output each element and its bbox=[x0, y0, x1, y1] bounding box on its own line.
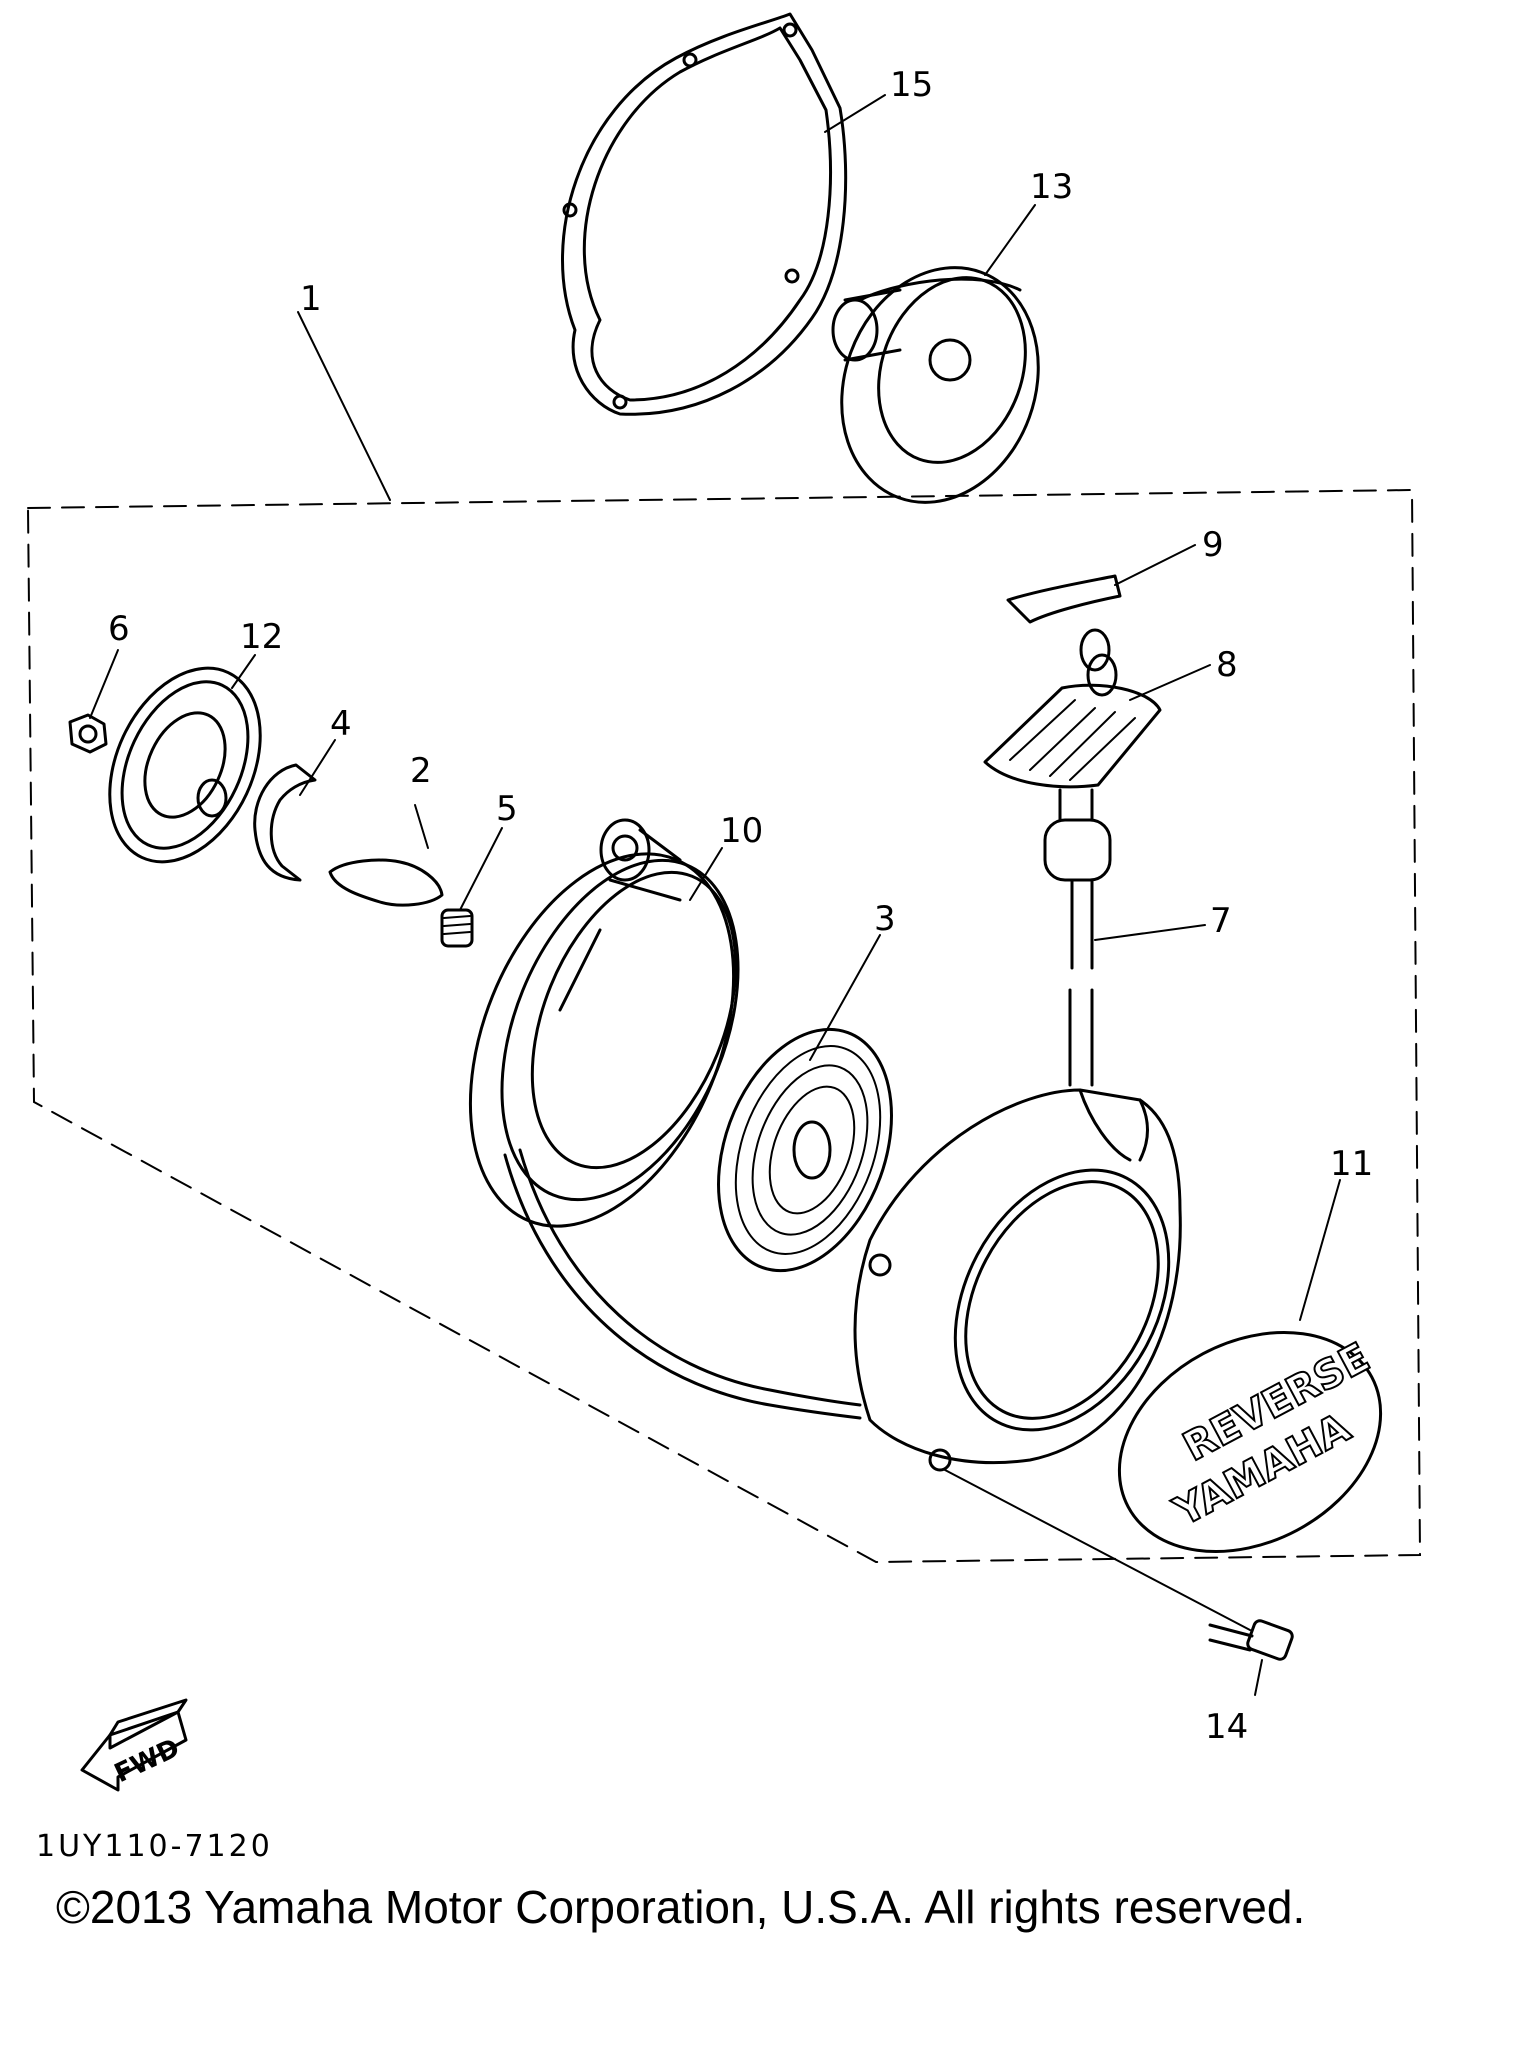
part-2-pawl bbox=[328, 858, 444, 907]
callout-8: 8 bbox=[1216, 645, 1238, 685]
part-8-starter-handle bbox=[983, 628, 1162, 882]
callout-14: 14 bbox=[1205, 1707, 1248, 1747]
part-9-clip bbox=[1006, 574, 1122, 624]
fwd-arrow-icon: FWD bbox=[80, 1698, 188, 1792]
callout-15: 15 bbox=[890, 65, 933, 105]
callout-6: 6 bbox=[108, 609, 130, 649]
leader-lines bbox=[89, 94, 1341, 1696]
callout-7: 7 bbox=[1210, 901, 1232, 941]
part-12-case-plate bbox=[108, 666, 262, 864]
callout-13: 13 bbox=[1030, 167, 1073, 207]
part-6-nut bbox=[68, 713, 108, 754]
drawing-code: 1UY110-7120 bbox=[36, 1829, 273, 1864]
callout-9: 9 bbox=[1202, 525, 1224, 565]
starter-case-housing bbox=[853, 1088, 1182, 1472]
part-13-drive-plate bbox=[831, 266, 1040, 504]
callout-12: 12 bbox=[240, 617, 283, 657]
assembly-boundary bbox=[27, 488, 1422, 1564]
callout-5: 5 bbox=[496, 789, 518, 829]
callout-4: 4 bbox=[330, 704, 352, 744]
callout-3: 3 bbox=[874, 899, 896, 939]
part-5-spring bbox=[440, 908, 474, 948]
part-4-spring-clip bbox=[253, 763, 317, 882]
part-7-rope bbox=[503, 878, 1094, 1420]
part-11-emblem: REVERSE YAMAHA bbox=[1117, 1330, 1383, 1554]
callout-2: 2 bbox=[410, 751, 432, 791]
copyright-notice: ©2013 Yamaha Motor Corporation, U.S.A. A… bbox=[56, 1881, 1306, 1933]
callout-1: 1 bbox=[300, 279, 322, 319]
callout-labels: 1 2 3 4 5 6 7 8 9 10 11 12 13 14 15 bbox=[108, 65, 1373, 1747]
part-14-bolt bbox=[944, 1469, 1294, 1661]
part-15-gasket bbox=[561, 12, 848, 416]
callout-10: 10 bbox=[720, 811, 763, 851]
part-3-spiral-spring bbox=[717, 1027, 893, 1273]
callout-11: 11 bbox=[1330, 1144, 1373, 1184]
